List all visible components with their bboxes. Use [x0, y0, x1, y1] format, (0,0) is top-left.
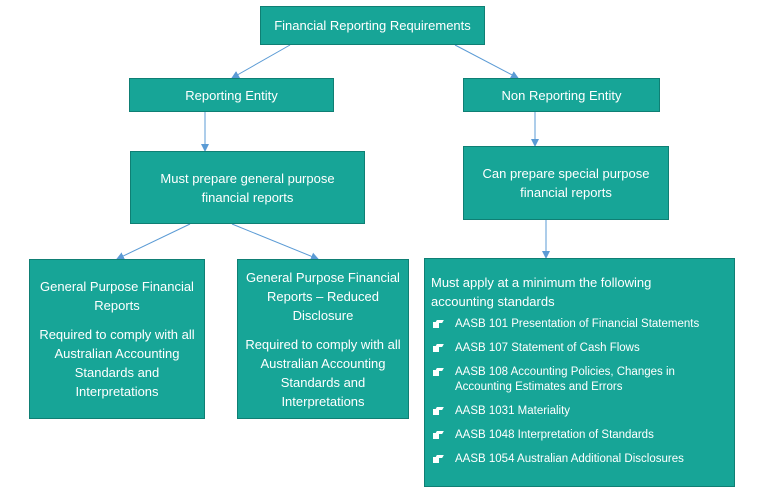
root-node: Financial Reporting Requirements	[260, 6, 485, 45]
list-item: AASB 1031 Materiality	[431, 404, 724, 419]
connector-root-to-reporting	[231, 44, 291, 79]
bullet-icon	[433, 431, 443, 439]
standard-label: AASB 107 Statement of Cash Flows	[455, 342, 640, 354]
bullet-icon	[433, 455, 443, 463]
standard-label: AASB 108 Accounting Policies, Changes in…	[455, 366, 675, 393]
list-item: AASB 108 Accounting Policies, Changes in…	[431, 365, 724, 395]
non-reporting-entity-label: Non Reporting Entity	[501, 87, 622, 103]
gpfr-rd-requirement: Required to comply with all Australian A…	[245, 336, 401, 409]
standard-label: AASB 1048 Interpretation of Standards	[455, 429, 654, 441]
bullet-icon	[433, 368, 443, 376]
reporting-entity-node: Reporting Entity	[129, 78, 334, 112]
gpfr-title: General Purpose Financial Reports	[40, 279, 194, 313]
list-item: AASB 1054 Australian Additional Disclosu…	[431, 452, 724, 467]
bullet-icon	[433, 407, 443, 415]
standard-label: AASB 101 Presentation of Financial State…	[455, 318, 700, 330]
non-reporting-entity-node: Non Reporting Entity	[463, 78, 660, 112]
list-item: AASB 1048 Interpretation of Standards	[431, 428, 724, 443]
reporting-entity-label: Reporting Entity	[185, 87, 278, 103]
standard-label: AASB 1031 Materiality	[455, 405, 571, 417]
gpfr-node: General Purpose Financial Reports Requir…	[29, 259, 205, 419]
bullet-icon	[433, 344, 443, 352]
root-node-label: Financial Reporting Requirements	[274, 18, 471, 33]
list-item: AASB 101 Presentation of Financial State…	[431, 317, 724, 332]
can-prepare-node: Can prepare special purpose financial re…	[463, 146, 669, 220]
bullet-icon	[433, 320, 443, 328]
connector-root-to-non-reporting	[454, 44, 519, 79]
standard-label: AASB 1054 Australian Additional Disclosu…	[455, 453, 684, 465]
connector-must-prepare-to-gpfr-rd	[231, 223, 319, 261]
can-prepare-label: Can prepare special purpose financial re…	[482, 166, 650, 200]
connector-must-prepare-to-gpfr	[116, 223, 191, 260]
standards-list: AASB 101 Presentation of Financial State…	[431, 317, 724, 467]
gpfr-requirement: Required to comply with all Australian A…	[39, 327, 195, 399]
minimum-standards-heading: Must apply at a minimum the following ac…	[431, 275, 652, 309]
gpfr-rd-title: General Purpose Financial Reports – Redu…	[246, 269, 400, 323]
gpfr-rd-node: General Purpose Financial Reports – Redu…	[237, 259, 409, 419]
list-item: AASB 107 Statement of Cash Flows	[431, 341, 724, 356]
must-prepare-node: Must prepare general purpose financial r…	[130, 151, 365, 224]
must-prepare-label: Must prepare general purpose financial r…	[160, 170, 335, 205]
minimum-standards-node: Must apply at a minimum the following ac…	[424, 258, 735, 487]
